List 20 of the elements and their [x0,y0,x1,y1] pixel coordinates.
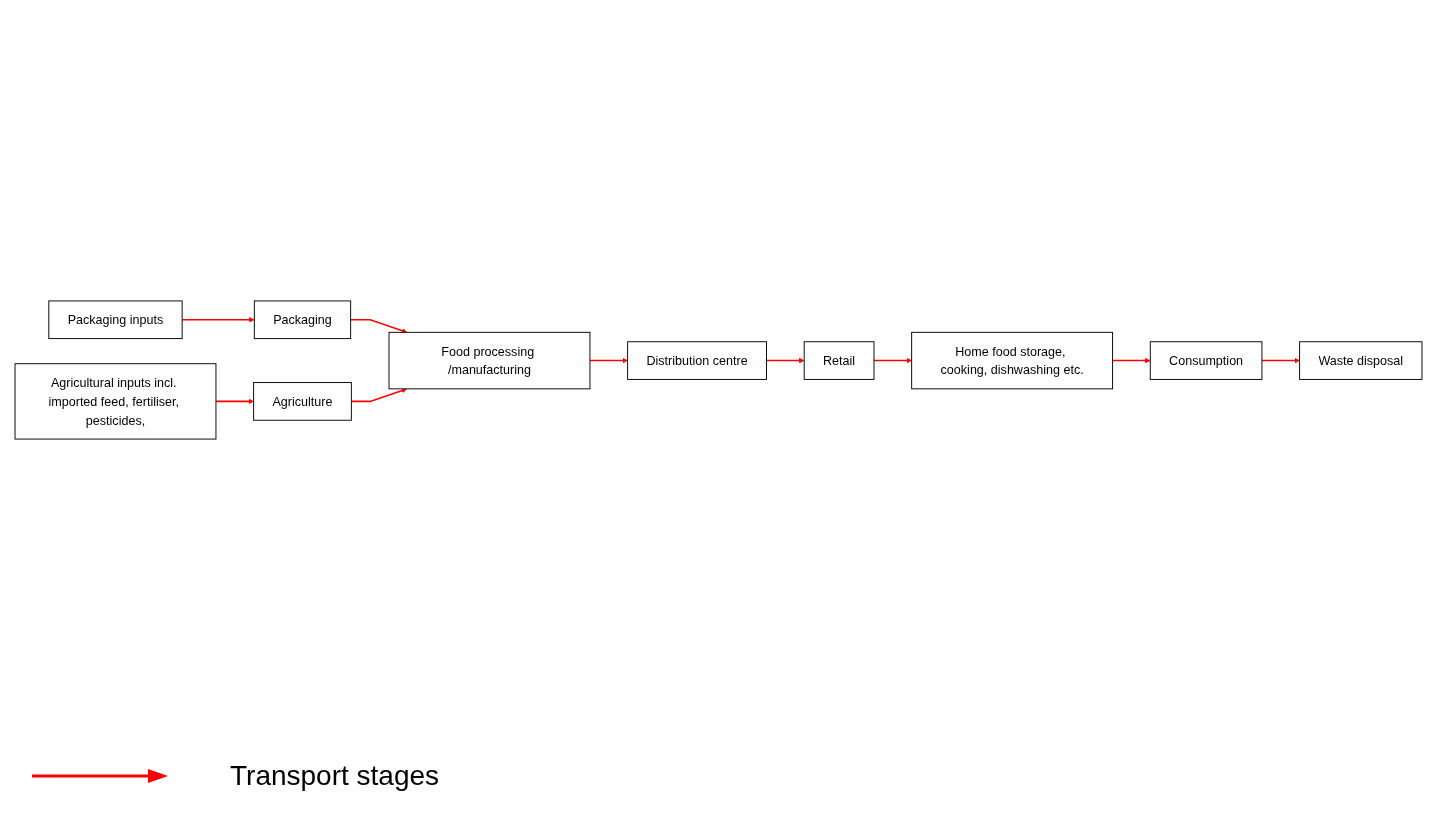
node-box: Home food storage, cooking, dishwashing etc. [911,331,1114,390]
node-box: Agriculture [253,382,352,421]
arrow [589,357,628,364]
node-box: Distribution centre [627,341,767,380]
node-box: Packaging inputs [48,300,183,340]
arrow [215,398,254,405]
node-box: Agricultural inputs incl. imported feed, fertiliser, pesticides, [14,363,217,440]
node-box: Food processing /manufacturing [388,331,591,390]
arrow [765,357,805,364]
arrow [181,317,255,323]
node-box: Waste disposal [1299,341,1423,380]
node-box: Retail [803,341,875,380]
arrow [873,357,912,364]
node-box: Packaging [253,300,352,340]
legend-label: Transport stages [230,760,440,792]
arrow [1111,357,1151,364]
arrow [1261,357,1300,364]
arrow [349,319,408,334]
node-box: Consumption [1149,341,1263,380]
arrow [350,387,408,403]
